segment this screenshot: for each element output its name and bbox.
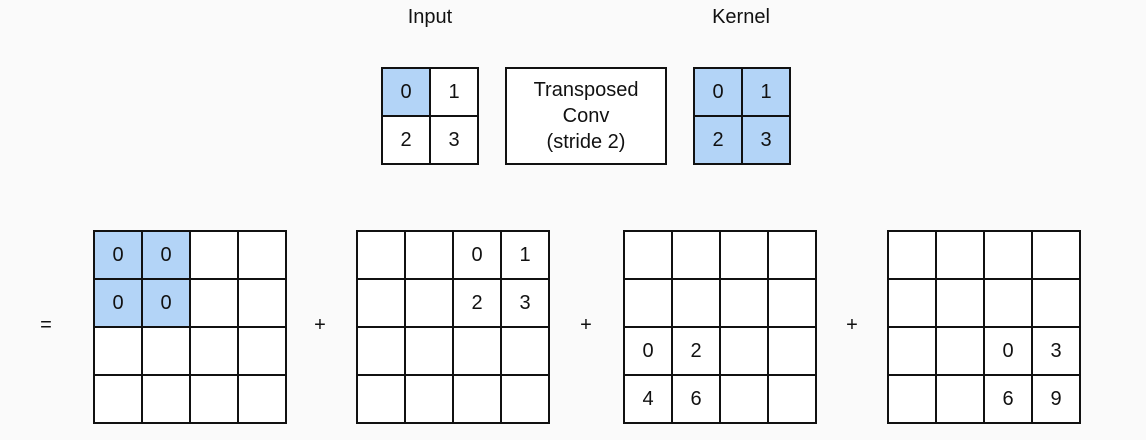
output-cell — [985, 232, 1033, 280]
output-cell — [937, 232, 985, 280]
output-cell — [358, 376, 406, 424]
output-cell: 0 — [625, 328, 673, 376]
output-cell — [889, 328, 937, 376]
output-cell — [454, 328, 502, 376]
output-cell: 0 — [95, 280, 143, 328]
output-cell — [769, 280, 817, 328]
output-cell — [406, 280, 454, 328]
output-cell — [239, 280, 287, 328]
output-cell — [721, 232, 769, 280]
output-cell — [673, 280, 721, 328]
output-cell: 0 — [143, 280, 191, 328]
output-cell — [1033, 232, 1081, 280]
output-cell: 3 — [1033, 328, 1081, 376]
output-cell — [769, 376, 817, 424]
output-cell — [625, 280, 673, 328]
output-cell — [937, 328, 985, 376]
output-cell: 6 — [985, 376, 1033, 424]
output-cell — [239, 328, 287, 376]
output-cell — [143, 328, 191, 376]
output-cell — [985, 280, 1033, 328]
output-cell — [454, 376, 502, 424]
input-cell: 0 — [383, 69, 431, 117]
output-cell: 0 — [454, 232, 502, 280]
output-cell — [406, 232, 454, 280]
output-cell — [239, 376, 287, 424]
output-cell — [239, 232, 287, 280]
output-cell — [889, 376, 937, 424]
plus-sign-1: + — [314, 314, 326, 336]
output-cell — [191, 232, 239, 280]
output-cell — [889, 280, 937, 328]
kernel-cell: 3 — [743, 117, 791, 165]
output-cell — [406, 328, 454, 376]
output-cell — [502, 328, 550, 376]
output-cell — [1033, 280, 1081, 328]
output-cell — [358, 232, 406, 280]
input-title: Input — [407, 6, 453, 28]
output-cell — [358, 328, 406, 376]
output-cell — [721, 376, 769, 424]
output-cell — [721, 280, 769, 328]
op-label-line2: Conv — [562, 105, 610, 127]
output-cell — [358, 280, 406, 328]
output-cell — [769, 328, 817, 376]
output-cell — [889, 232, 937, 280]
output-cell — [769, 232, 817, 280]
output-cell: 0 — [985, 328, 1033, 376]
output-cell — [673, 232, 721, 280]
op-label-line3: (stride 2) — [546, 131, 626, 153]
transposed-conv-box: Transposed Conv (stride 2) — [505, 67, 667, 165]
output-cell — [191, 376, 239, 424]
plus-sign-3: + — [846, 314, 858, 336]
output-cell: 9 — [1033, 376, 1081, 424]
output-cell — [143, 376, 191, 424]
output-cell — [625, 232, 673, 280]
output-cell — [95, 328, 143, 376]
kernel-title: Kernel — [712, 6, 770, 28]
output-cell: 4 — [625, 376, 673, 424]
op-label-line1: Transposed — [533, 79, 639, 101]
output-cell — [406, 376, 454, 424]
input-cell: 3 — [431, 117, 479, 165]
output-cell: 0 — [95, 232, 143, 280]
output-cell — [95, 376, 143, 424]
output-cell — [191, 328, 239, 376]
equals-sign: = — [40, 314, 52, 336]
output-cell — [191, 280, 239, 328]
kernel-cell: 2 — [695, 117, 743, 165]
kernel-cell: 0 — [695, 69, 743, 117]
output-cell: 2 — [454, 280, 502, 328]
input-cell: 1 — [431, 69, 479, 117]
output-cell: 1 — [502, 232, 550, 280]
output-cell: 3 — [502, 280, 550, 328]
input-cell: 2 — [383, 117, 431, 165]
output-cell — [937, 376, 985, 424]
kernel-cell: 1 — [743, 69, 791, 117]
output-cell: 6 — [673, 376, 721, 424]
output-cell: 2 — [673, 328, 721, 376]
plus-sign-2: + — [580, 314, 592, 336]
output-cell: 0 — [143, 232, 191, 280]
output-cell — [721, 328, 769, 376]
output-cell — [937, 280, 985, 328]
output-cell — [502, 376, 550, 424]
